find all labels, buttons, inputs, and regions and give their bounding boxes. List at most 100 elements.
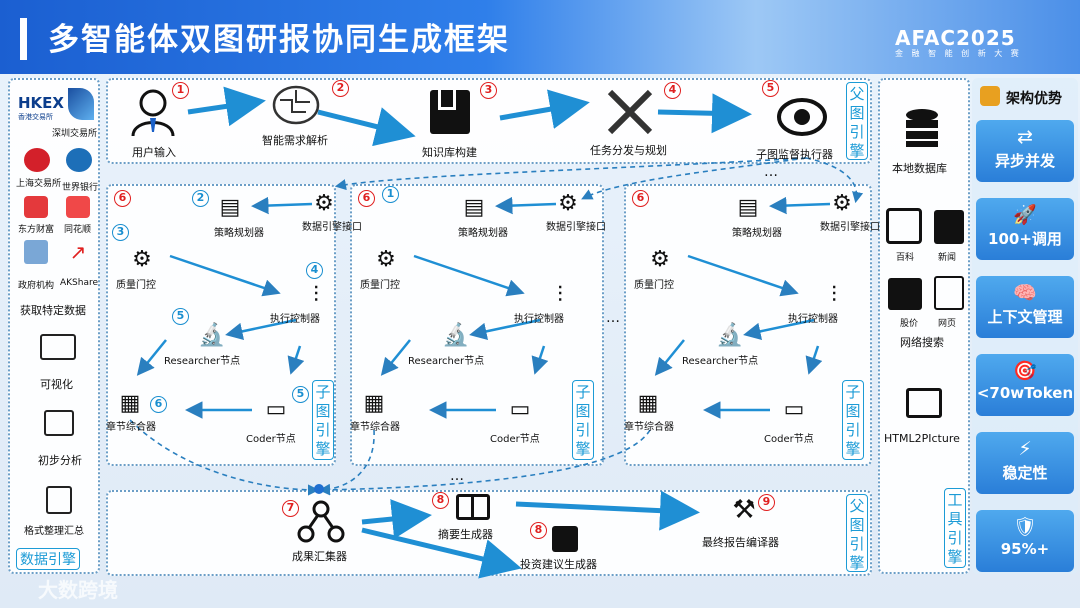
source-ths: 同花顺 (64, 225, 92, 235)
subgraph-icon-2-3: ⫶ (557, 283, 563, 308)
subgraph-1-node-4: Researcher节点 (164, 356, 241, 367)
subgraph-2-node-4: Researcher节点 (408, 356, 485, 367)
node-summary-gen: 摘要生成器 (438, 528, 493, 541)
subgraph-step-3: 4 (306, 262, 323, 279)
ths-icon (66, 196, 90, 218)
tool-web-search: 网络搜索 (900, 336, 944, 349)
advantage-card-4: ⚡ 稳定性 (976, 432, 1074, 494)
tool-stock: 股价 (900, 319, 919, 329)
advantage-card-0: ⇄ 异步并发 (976, 120, 1074, 182)
subgraph-icon-2-6: ▭ (509, 397, 531, 422)
subgraph-icon-3-6: ▭ (783, 397, 805, 422)
subgraph-2-node-6: Coder节点 (490, 434, 540, 445)
subgraph-step-2: 3 (112, 224, 129, 241)
subgraph-2-arrow-3 (531, 345, 549, 375)
book-icon (430, 90, 470, 134)
data-item-fetch: 获取特定数据 (20, 304, 86, 317)
title-bar (20, 18, 27, 60)
subgraph-3-arrow-0 (769, 196, 831, 215)
parent-top-arrows (187, 86, 752, 579)
note-icon (552, 526, 578, 552)
subgraph-arrows (136, 196, 831, 419)
subgraph-1-step-6: 6 (114, 190, 131, 207)
user-input-icon (130, 88, 176, 138)
subgraph-2-node-0: 数据引擎接口 (546, 222, 606, 233)
subgraph-2-step-6: 6 (358, 190, 375, 207)
subgraph-icon-2-4: 🔬 (442, 323, 470, 348)
encyclopedia-icon (886, 208, 922, 244)
subgraph-icon-1-1: ▤ (219, 195, 241, 220)
advantage-label-3: <70wToken (976, 384, 1074, 402)
subgraph-icon-2-2: ⚙ (376, 247, 396, 272)
akshare-icon: ↗ (69, 240, 87, 264)
step-3: 3 (480, 82, 497, 99)
subgraph-3-node-6: Coder节点 (764, 434, 814, 445)
step-8a: 8 (432, 492, 449, 509)
data-engine-tag: 数据引擎 (16, 548, 80, 570)
node-final-compiler: 最终报告编译器 (702, 536, 779, 549)
subgraph-2-node-5: 章节综合器 (350, 422, 400, 433)
data-item-format: 格式整理汇总 (24, 526, 84, 537)
subgraph-step-0: 1 (382, 186, 399, 203)
tool-news: 新闻 (938, 253, 957, 263)
hub-dot (314, 484, 324, 494)
mid-ellipsis-2: … (450, 468, 464, 484)
subgraph-1-node-2: 质量门控 (116, 280, 156, 291)
subgraph-icon-1-2: ⚙ (132, 247, 152, 272)
source-akshare: AKShare (60, 278, 99, 288)
subgraph-icon-3-3: ⫶ (831, 283, 837, 308)
subgraph-icon-2-1: ▤ (463, 195, 485, 220)
open-book-icon (456, 494, 490, 520)
subgraph-1-node-5: 章节综合器 (106, 422, 156, 433)
node-result-collector: 成果汇集器 (292, 550, 347, 563)
share-icon (296, 500, 346, 544)
tool-local-db: 本地数据库 (892, 162, 947, 175)
subgraph-step-5: 5 (292, 386, 309, 403)
subgraph-icon-1-6: ▭ (265, 397, 287, 422)
advantage-card-1: 🚀100+调用 (976, 198, 1074, 260)
source-eastmoney: 东方财富 (18, 225, 55, 235)
subgraph-step-4: 5 (172, 308, 189, 325)
advantage-label-2: 上下文管理 (987, 308, 1063, 326)
step-2: 2 (332, 80, 349, 97)
advantage-icon-1: 🚀 (1013, 204, 1037, 226)
subgraph-2-node-1: 策略规划器 (458, 228, 508, 239)
database-icon (904, 108, 940, 148)
subgraph-1-arrow-4 (136, 339, 167, 376)
subgraph-icon-1-3: ⫶ (313, 283, 319, 308)
advantage-icon-0: ⇄ (1017, 126, 1033, 148)
advantage-label-5: 95%+ (1000, 540, 1050, 558)
page-title: 多智能体双图研报协同生成框架 (48, 22, 510, 58)
subgraph-3-arrow-1 (687, 254, 799, 297)
advantage-label-4: 稳定性 (1002, 464, 1048, 482)
advantages-icon (980, 86, 1000, 106)
tools-tag: 工具引擎 (944, 488, 966, 568)
subgraph-3-step-6: 6 (632, 190, 649, 207)
advantage-label-0: 异步并发 (994, 152, 1055, 170)
eye-icon (776, 94, 828, 140)
step-4: 4 (664, 82, 681, 99)
node-demand-parse: 智能需求解析 (262, 134, 328, 147)
step-8b: 8 (530, 522, 547, 539)
subgraph-2-node-3: 执行控制器 (514, 314, 564, 325)
advantage-icon-4: ⚡ (1018, 438, 1032, 460)
advantage-icon-2: 🧠 (1013, 282, 1037, 304)
subgraph-1-arrow-0 (251, 196, 313, 215)
subgraph-2-arrow-1 (413, 254, 525, 297)
subgraph-icon-1-5: ▦ (119, 391, 141, 416)
step-7: 7 (282, 500, 299, 517)
subgraph-3-arrow-4 (654, 339, 685, 376)
subgraph-icon-3-1: ▤ (737, 195, 759, 220)
subgraph-icon-3-2: ⚙ (650, 247, 670, 272)
gov-icon (24, 240, 48, 264)
node-user-input: 用户输入 (132, 146, 176, 159)
subgraph-1-node-3: 执行控制器 (270, 314, 320, 325)
data-item-visualize: 可视化 (40, 378, 73, 391)
node-kb-build: 知识库构建 (422, 146, 477, 159)
parent-top-tag: 父图引擎 (846, 82, 868, 160)
subgraph-1-arrow-1 (169, 254, 281, 297)
subgraph-icon-2-0: ⚙ (558, 191, 578, 216)
